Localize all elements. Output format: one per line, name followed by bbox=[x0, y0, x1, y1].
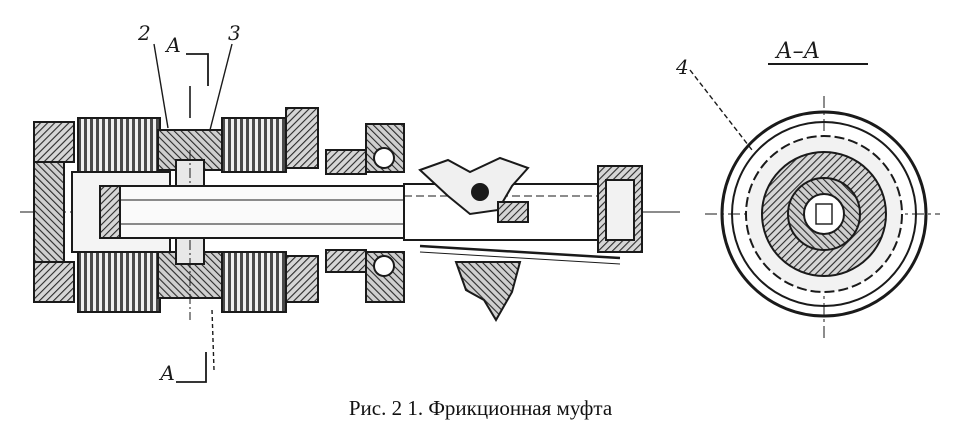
right-housing-bottom bbox=[285, 255, 319, 303]
leader-3 bbox=[209, 43, 233, 131]
section-label-bottom: А bbox=[158, 361, 175, 385]
leader-2 bbox=[153, 43, 169, 129]
main-shaft bbox=[119, 185, 411, 239]
shift-fork bbox=[454, 261, 522, 322]
clutch-cross-section bbox=[689, 63, 940, 338]
clutch-longitudinal-section bbox=[20, 43, 680, 383]
leader-4 bbox=[689, 69, 753, 151]
right-housing-top bbox=[285, 107, 319, 169]
callout-3: 3 bbox=[228, 21, 241, 45]
callout-4: 4 bbox=[675, 55, 689, 79]
left-housing-bottom bbox=[33, 261, 75, 303]
left-disc-pack-bottom bbox=[77, 251, 161, 313]
left-housing-inner bbox=[33, 161, 65, 263]
outer-housing-inner bbox=[731, 121, 917, 307]
callout-2: 2 bbox=[137, 21, 151, 45]
bearing-ball-bottom bbox=[373, 255, 395, 277]
left-disc-pack-top bbox=[77, 117, 161, 173]
left-housing-top bbox=[33, 121, 75, 163]
right-disc-pack-top bbox=[221, 117, 287, 173]
section-label-top: А bbox=[164, 33, 181, 57]
figure-caption: Рис. 2 1. Фрикционная муфта bbox=[348, 396, 613, 420]
lever-pin bbox=[471, 183, 489, 201]
section-view-title: А–А bbox=[774, 39, 820, 64]
outer-housing-ring bbox=[720, 110, 928, 318]
bearing-ball-top bbox=[373, 147, 395, 169]
right-disc-pack-bottom bbox=[221, 251, 287, 313]
